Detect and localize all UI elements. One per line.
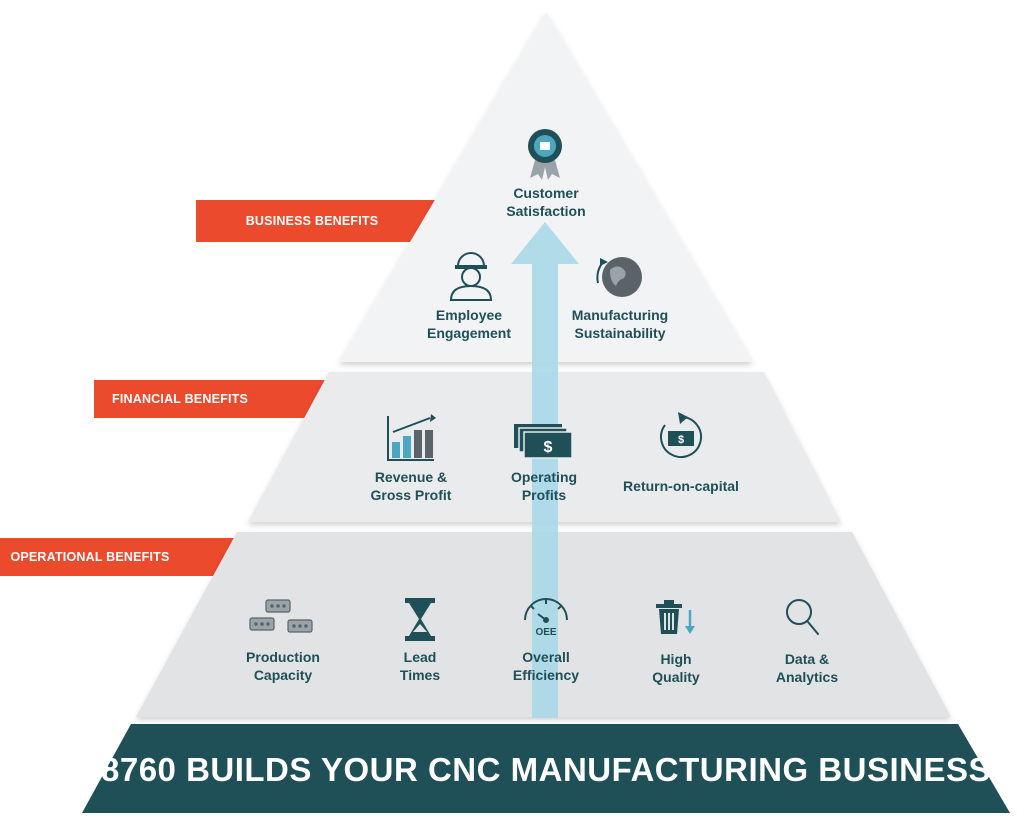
award-ribbon-icon [528, 129, 562, 180]
production-capacity-line2: Capacity [254, 667, 313, 683]
return-on-capital-item: $ Return-on-capital [623, 412, 739, 494]
overall-efficiency-item: OEE Overall Efficiency [513, 598, 579, 683]
data-analytics-line2: Analytics [776, 669, 838, 685]
trash-down-arrow-icon [656, 600, 695, 634]
production-capacity-line1: Production [246, 649, 320, 665]
high-quality-item: High Quality [652, 600, 700, 685]
operating-profits-line2: Profits [522, 487, 567, 503]
metal-blocks-icon [249, 599, 313, 633]
gauge-icon: OEE [524, 598, 568, 638]
employee-engagement-item: Employee Engagement [427, 252, 511, 341]
lead-times-line2: Times [400, 667, 440, 683]
money-stack-dollar: $ [544, 439, 553, 456]
hourglass-icon [405, 598, 435, 641]
employee-engagement-line2: Engagement [427, 325, 511, 341]
overall-efficiency-line1: Overall [522, 649, 569, 665]
gauge-label: OEE [535, 627, 556, 638]
money-cycle-dollar: $ [678, 434, 684, 446]
financial-benefits-tag-label: FINANCIAL BENEFITS [112, 392, 248, 406]
data-analytics-item: Data & Analytics [776, 599, 838, 685]
magnifier-icon [786, 599, 819, 635]
growth-arrow [511, 222, 579, 718]
business-benefits-tag-label: BUSINESS BENEFITS [246, 214, 379, 228]
lead-times-item: Lead Times [400, 598, 440, 683]
base-banner: 8760 BUILDS YOUR CNC MANUFACTURING BUSIN… [82, 724, 1010, 813]
bar-chart-growth-icon [387, 414, 436, 461]
business-tier [339, 12, 753, 362]
manufacturing-sustainability-line2: Sustainability [574, 325, 665, 341]
return-on-capital-label: Return-on-capital [623, 478, 739, 494]
high-quality-line2: Quality [652, 669, 700, 685]
revenue-line1: Revenue & [375, 469, 447, 485]
operating-profits-item: $ Operating Profits [511, 424, 577, 503]
money-stack-icon: $ [514, 424, 573, 459]
customer-satisfaction-item: Customer Satisfaction [506, 129, 586, 219]
operational-benefits-tag-label: OPERATIONAL BENEFITS [10, 550, 169, 564]
financial-benefits-tag: FINANCIAL BENEFITS [94, 380, 344, 418]
worker-hardhat-icon [449, 252, 493, 301]
overall-efficiency-line2: Efficiency [513, 667, 579, 683]
data-analytics-line1: Data & [785, 651, 829, 667]
manufacturing-sustainability-line1: Manufacturing [572, 307, 668, 323]
money-cycle-icon: $ [660, 412, 702, 458]
business-benefits-tag: BUSINESS BENEFITS [196, 200, 446, 242]
base-banner-text: 8760 BUILDS YOUR CNC MANUFACTURING BUSIN… [101, 751, 991, 788]
lead-times-line1: Lead [404, 649, 437, 665]
production-capacity-item: Production Capacity [246, 599, 320, 683]
globe-recycle-icon [596, 257, 642, 297]
customer-satisfaction-line1: Customer [513, 185, 579, 201]
customer-satisfaction-line2: Satisfaction [506, 203, 585, 219]
manufacturing-sustainability-item: Manufacturing Sustainability [572, 257, 668, 341]
operating-profits-line1: Operating [511, 469, 577, 485]
employee-engagement-line1: Employee [436, 307, 502, 323]
high-quality-line1: High [660, 651, 691, 667]
revenue-gross-profit-item: Revenue & Gross Profit [371, 414, 452, 503]
revenue-line2: Gross Profit [371, 487, 452, 503]
operational-benefits-tag: OPERATIONAL BENEFITS [0, 538, 250, 576]
